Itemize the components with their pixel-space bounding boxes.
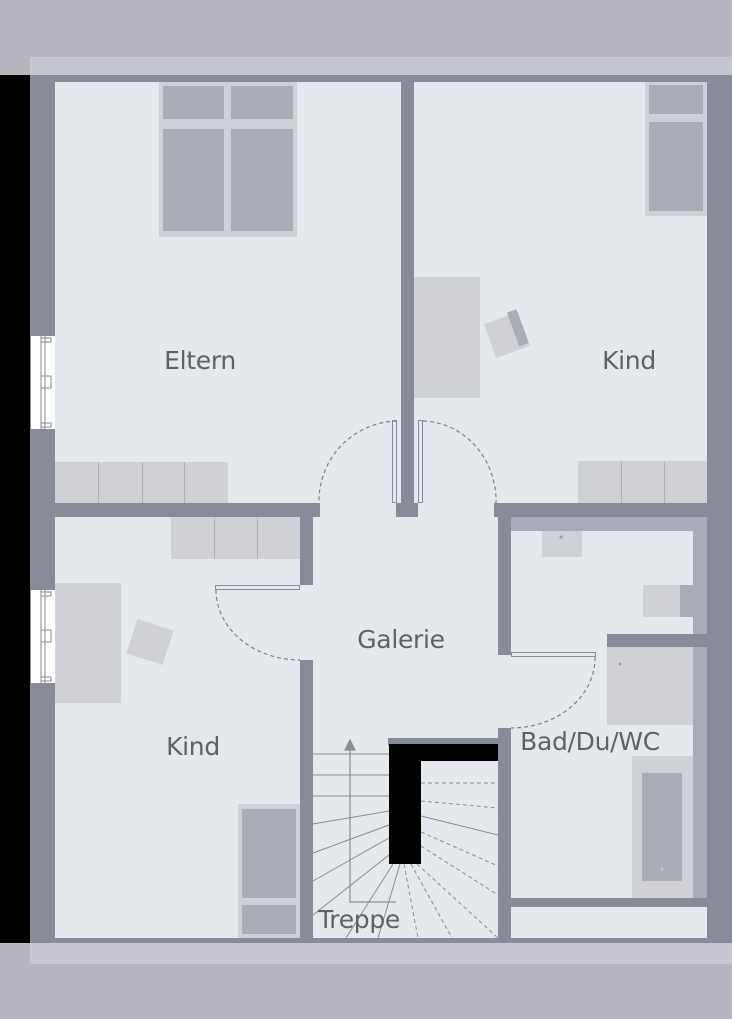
wardrobe-divider [214,517,215,559]
toilet [643,585,680,617]
wardrobe-divider [664,461,665,503]
wardrobe-top-right [578,461,707,503]
door-swing-bathroom [510,656,596,729]
door-bathroom[interactable] [511,652,596,657]
roof-overhang-bottom [30,943,732,964]
stair-treads [312,753,499,939]
bathtub-basin [642,773,682,881]
pillow-right [231,86,293,119]
desk-top-right [414,277,480,398]
wardrobe-divider [184,462,185,503]
wardrobe-divider [98,462,99,503]
wardrobe-parents [55,462,228,503]
room-label-stairs: Treppe [317,905,401,934]
wall-stair-top [388,738,498,746]
room-label-parents: Eltern [164,346,236,375]
washbasin [542,531,582,557]
gallery-door-zone-right [498,655,511,730]
wall-parents-child-vertical [401,82,414,422]
window-frames [40,336,52,683]
mattress [242,809,296,898]
bathroom-tile-wall-top [511,517,707,531]
wardrobe-bottom-left [171,517,300,559]
door-swing-child-right [422,420,497,504]
wall-bath-bottom [511,898,707,907]
room-label-gallery: Galerie [357,625,445,654]
wall-gallery-left-lower [300,660,313,938]
room-label-bathroom: Bad/Du/WC [520,727,660,756]
door-swings [215,420,596,729]
mattress [649,122,703,211]
stair-core-vertical [389,744,421,864]
mattress-left [163,129,224,231]
door-swing-parents [318,420,398,504]
wardrobe-divider [142,462,143,503]
bathroom-lower-strip [511,907,707,938]
door-swing-child-left [215,589,301,661]
door-child-top-right[interactable] [418,420,423,503]
mattress-right [231,129,293,231]
wall-left-horizontal [55,503,320,517]
room-label-child-bottom-left: Kind [166,732,220,761]
door-child-bottom-left[interactable] [215,585,300,590]
room-gallery[interactable] [313,503,498,738]
wall-right-horizontal [494,503,707,517]
wardrobe-divider [621,461,622,503]
pillow [649,85,703,114]
roof-overhang-top [30,57,732,75]
bathtub-drain [660,867,664,871]
wardrobe-divider [257,517,258,559]
shower-tray [607,647,693,725]
wall-gallery-right-lower [498,728,511,938]
pillow-left [163,86,224,119]
bathroom-tile-wall-right [693,517,707,898]
shower-drain [618,662,622,666]
washbasin-drain [559,535,563,539]
desk-bottom-left [55,583,121,703]
exterior-edge-left [0,75,30,943]
stair-direction-arrow [344,738,396,903]
wall-door-stub-center [396,503,418,517]
toilet-cistern [680,585,693,617]
pillow [242,905,296,934]
gallery-door-zone-left [300,585,313,660]
wall-gallery-left-upper [300,517,313,585]
room-label-child-top-right: Kind [602,346,656,375]
wall-gallery-right-upper [498,517,511,653]
bathroom-partition [607,634,707,647]
